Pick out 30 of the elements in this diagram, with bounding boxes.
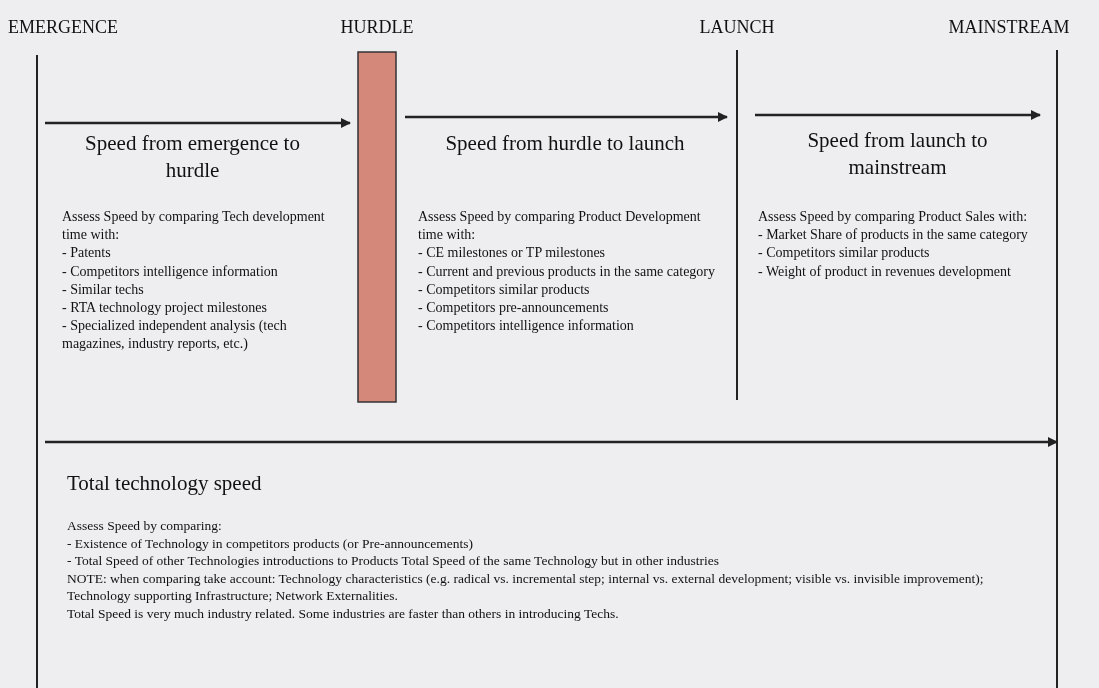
list-item: Total Speed is very much industry related. Some industries are faster than others in introducing Techs.	[67, 604, 620, 623]
list-item: - Competitors intelligence information	[418, 317, 635, 336]
list-item: - Existence of Technology in competitors products (or Pre-announcements)	[67, 534, 474, 553]
list-item: - Competitors pre-announcements	[418, 298, 610, 317]
list-item: - Patents	[62, 244, 112, 263]
section-heading: Total technology speed	[67, 470, 263, 497]
body-text: Assess Speed by comparing Product Sales with:	[758, 208, 1029, 226]
list-item: - RTA technology project milestones	[62, 298, 268, 317]
list-item: - Weight of product in revenues development	[758, 262, 1012, 281]
list-item: - Specialized independent analysis (tech magazines, industry reports, etc.)	[62, 317, 288, 354]
list-item: - Competitors similar products	[758, 244, 931, 263]
section-heading: Speed from launch to mainstream	[806, 127, 989, 182]
section-heading: Speed from hurdle to launch	[444, 130, 686, 157]
list-item: - CE milestones or TP milestones	[418, 244, 607, 263]
stage-label: MAINSTREAM	[947, 16, 1071, 39]
list-item: - Competitors similar products	[418, 280, 591, 299]
hurdle-bar	[357, 51, 397, 403]
body-text: Assess Speed by comparing Product Development time with:	[418, 208, 702, 245]
body-text: Assess Speed by comparing Tech development time with:	[62, 208, 326, 245]
list-item: NOTE: when comparing take account: Technology characteristics (e.g. radical vs. incremental step; internal vs. external development; visible vs. invisible improvement); Technology supporting Infrastructure; Network Externalities.	[67, 569, 985, 605]
body-text: Assess Speed by comparing:	[67, 517, 223, 535]
list-item: - Market Share of products in the same category	[758, 226, 1029, 245]
list-item: - Current and previous products in the same category	[418, 262, 717, 281]
stage-label: HURDLE	[339, 16, 415, 39]
list-item: - Competitors intelligence information	[62, 262, 279, 281]
section-heading: Speed from emergence to hurdle	[84, 130, 301, 185]
stage-label: LAUNCH	[698, 16, 776, 39]
stage-label: EMERGENCE	[8, 16, 119, 39]
list-item: - Similar techs	[62, 280, 145, 299]
list-item: - Total Speed of other Technologies introductions to Products Total Speed of the same Technology but in other industries	[67, 552, 721, 570]
